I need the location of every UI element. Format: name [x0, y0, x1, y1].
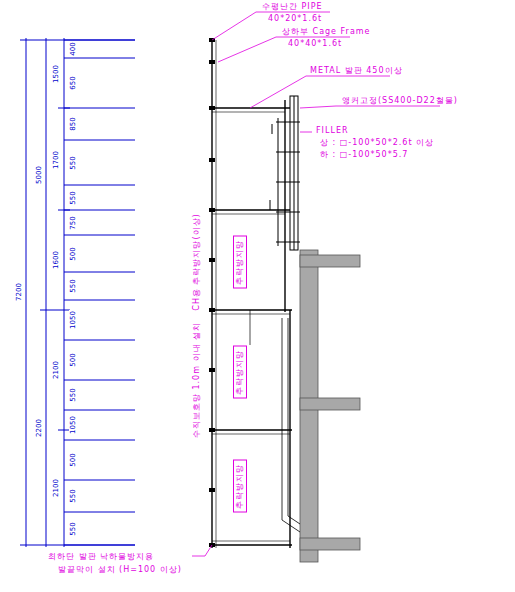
dimension-text: 650	[69, 75, 77, 90]
clamp	[209, 106, 215, 110]
dimension-text: 550	[69, 278, 77, 293]
callout-text: 40*20*1.6t	[268, 14, 322, 24]
clamp	[209, 60, 215, 64]
dimension-text: 500	[69, 452, 77, 467]
dimension-line	[64, 108, 135, 109]
dimension-text: 2100	[52, 478, 60, 498]
dimension-line	[64, 300, 135, 301]
tag-text: 추락방지망	[235, 240, 244, 285]
callout-text: 발끝막이 설치 (H=100 이상)	[58, 565, 182, 575]
callout-text: 수평난간 PIPE	[262, 2, 323, 12]
dimension-text: 2100	[52, 360, 60, 380]
dimension-text: 1050	[69, 415, 77, 435]
dimension-text: 500	[69, 352, 77, 367]
dimension-line	[64, 235, 135, 236]
dimension-text: 550	[69, 155, 77, 170]
dimension-text: 1600	[52, 250, 60, 270]
dimension-text: 550	[69, 190, 77, 205]
dimension-line	[64, 58, 135, 59]
dimension-line	[64, 210, 135, 211]
dimension-line	[64, 440, 135, 441]
dimension-line	[64, 380, 135, 381]
callout-text: 상 : □-100*50*2.6t 이상	[320, 138, 434, 148]
dimension-line	[64, 545, 135, 546]
clamp	[209, 428, 215, 432]
dimension-text: 550	[69, 521, 77, 536]
clamp	[209, 158, 215, 162]
dimension-text: 550	[69, 488, 77, 503]
net-tag: 추락방지망	[233, 236, 247, 289]
dimension-line	[64, 272, 135, 273]
dimension-text: 850	[69, 116, 77, 131]
dimension-text: 1500	[52, 64, 60, 84]
tag-text: 추락방지망	[235, 350, 244, 395]
dimension-text: 2200	[35, 418, 43, 438]
callout-text: 하 : □-100*50*5.7	[320, 150, 408, 160]
dimension-line	[64, 140, 135, 141]
dimension-text: 500	[69, 246, 77, 261]
callout-text: 최하단 발판 낙하물방지용	[48, 552, 154, 562]
dimension-line	[64, 340, 135, 341]
clamp	[209, 308, 215, 312]
net-tag: 추락방지망	[233, 346, 247, 399]
dimension-text: 1050	[69, 310, 77, 330]
callout-text: 상하부 Cage Frame	[282, 27, 371, 37]
clamp	[209, 368, 215, 372]
dimension-line	[64, 480, 135, 481]
dimension-line	[64, 512, 135, 513]
callout-text: 수직보호망 1.0m 이내 설치	[192, 322, 202, 438]
dimension-text: 550	[69, 387, 77, 402]
dimension-text: 400	[69, 41, 77, 56]
dimension-line	[64, 185, 135, 186]
dimension-text: 5000	[35, 165, 43, 185]
clamp	[209, 488, 215, 492]
callout-text: 40*40*1.6t	[288, 39, 342, 49]
dimension-line	[64, 410, 135, 411]
callout-text: 앵커고정(SS400-D22철물)	[342, 96, 458, 106]
tag-text: 추락방지망	[235, 464, 244, 509]
dimension-text: 7200	[15, 282, 23, 302]
dimension-text: 750	[69, 215, 77, 230]
clamp	[209, 208, 215, 212]
callout-text: CH용 추락방지망(이상)	[192, 213, 202, 310]
callout-text: METAL 발판 450이상	[310, 66, 403, 76]
net-tag: 추락방지망	[233, 460, 247, 513]
callout-text: FILLER	[316, 126, 349, 136]
clamp	[209, 258, 215, 262]
dimension-text: 1700	[52, 150, 60, 170]
